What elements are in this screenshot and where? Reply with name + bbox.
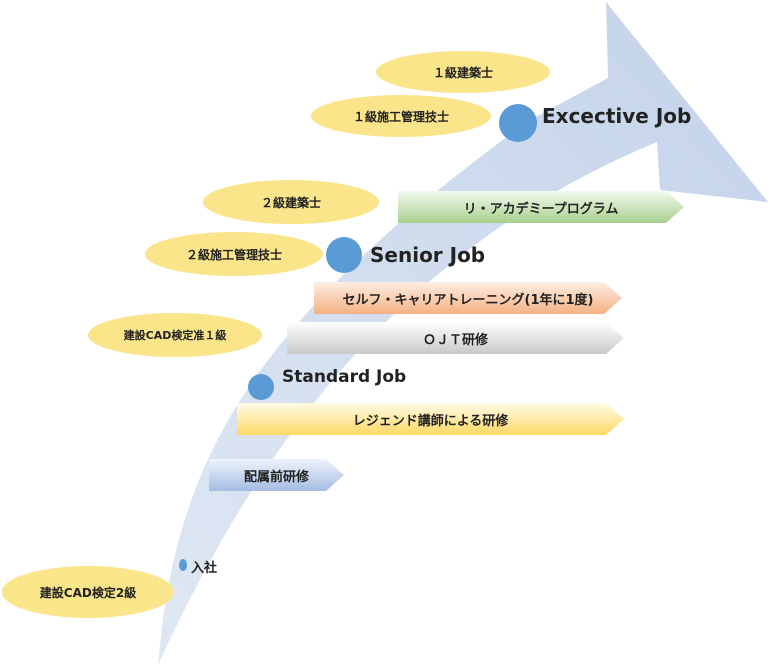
qualification-1kyu-kenchikushi: １級建築士: [376, 51, 550, 93]
qualification-label: 建設CAD検定2級: [39, 585, 137, 600]
stage-label-executive: Excective Job: [542, 104, 692, 128]
program-self-career: セルフ・キャリアトレーニング(1年に1度): [314, 282, 622, 314]
stage-dot-standard: [248, 374, 274, 400]
qualification-2kyu-sekou: ２級施工管理技士: [145, 232, 323, 276]
program-label: 配属前研修: [243, 469, 309, 485]
program-pre-assignment: 配属前研修: [209, 459, 344, 491]
program-legend-lecturer: レジェンド講師による研修: [237, 403, 624, 435]
stage-label-senior: Senior Job: [370, 243, 486, 267]
qualification-label: １級施工管理技士: [352, 109, 449, 124]
stage-dot-executive: [499, 104, 537, 142]
program-ojt: ＯＪＴ研修: [287, 322, 624, 354]
program-label: セルフ・キャリアトレーニング(1年に1度): [342, 292, 594, 308]
qualification-label: ２級施工管理技士: [185, 247, 282, 262]
qualification-cad-2kyu: 建設CAD検定2級: [2, 566, 174, 618]
stage-label-standard: Standard Job: [282, 367, 407, 387]
program-label: ＯＪＴ研修: [422, 332, 488, 348]
program-re-academy: リ・アカデミープログラム: [398, 191, 684, 223]
qualification-label: 建設CAD検定准１級: [123, 329, 227, 342]
qualification-label: １級建築士: [432, 65, 493, 80]
program-label: リ・アカデミープログラム: [463, 201, 619, 217]
stage-label-join: 入社: [191, 561, 218, 576]
qualification-cad-jun1kyu: 建設CAD検定准１級: [88, 313, 262, 357]
stage-dot-join: [179, 559, 187, 571]
stage-dot-senior: [326, 237, 362, 273]
qualification-1kyu-sekou: １級施工管理技士: [311, 95, 491, 137]
qualification-label: ２級建築士: [260, 195, 321, 210]
program-label: レジェンド講師による研修: [352, 413, 509, 429]
qualification-2kyu-kenchikushi: ２級建築士: [203, 180, 379, 224]
